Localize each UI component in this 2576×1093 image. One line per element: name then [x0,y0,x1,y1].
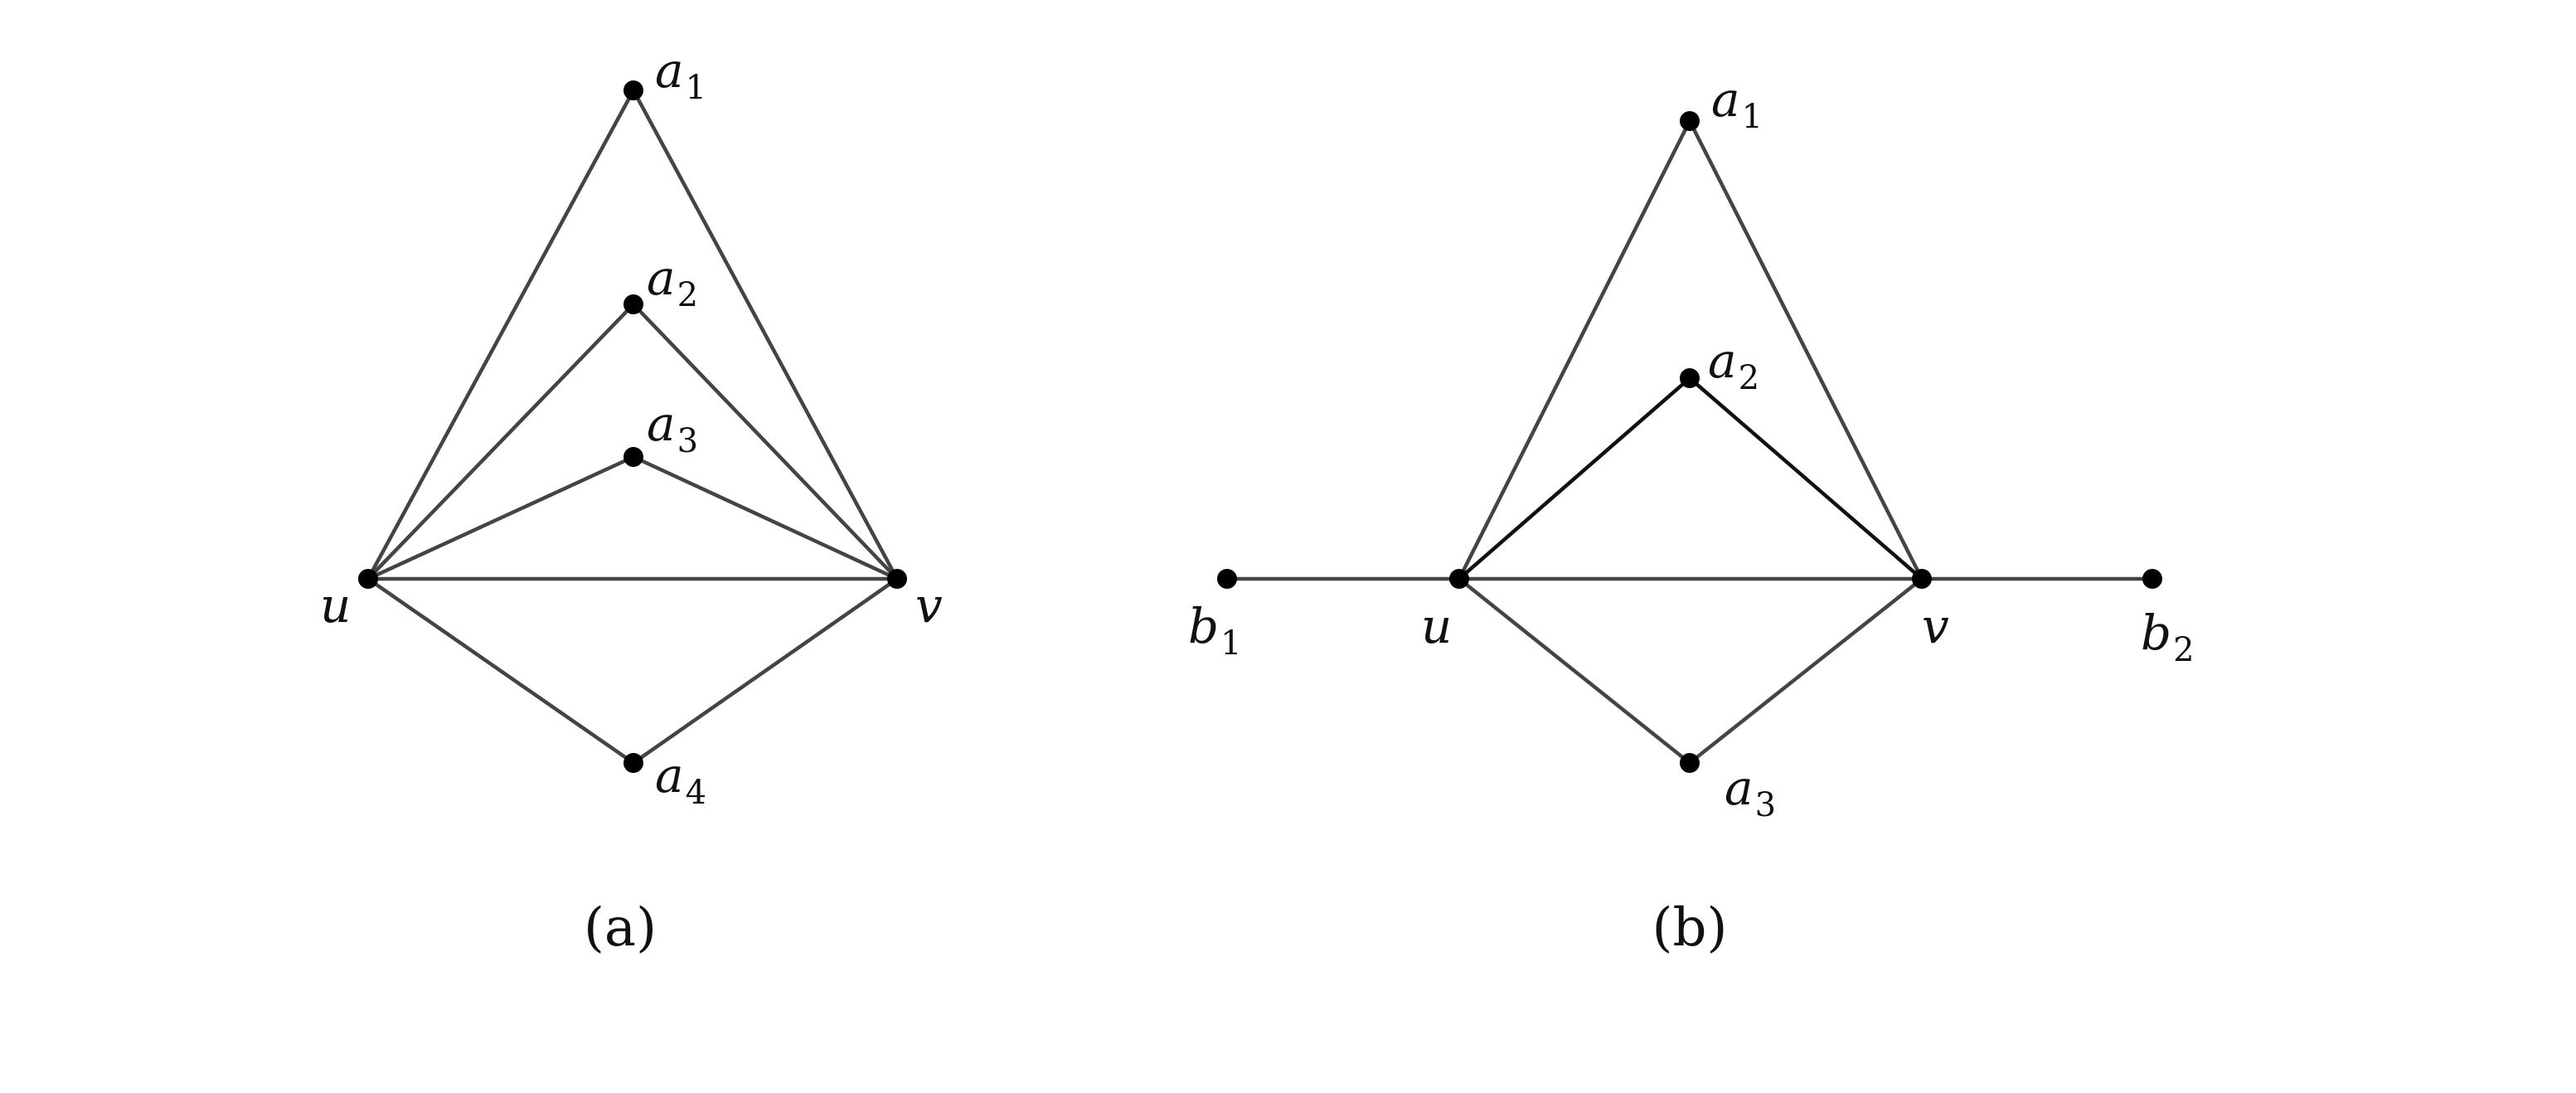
node-b-b1 [1217,569,1237,589]
node-b-b2 [2142,569,2162,589]
edge-a-u-a2 [366,303,635,581]
label-b-a1: a1 [1711,71,1763,136]
label-b-u: u [1421,598,1452,654]
subscript-a-a4: 4 [686,774,706,812]
edge-b-u-a3 [1458,577,1691,765]
subscript-a-a2: 2 [677,276,698,314]
subscript-a-a3: 3 [677,422,698,460]
node-a-a4 [623,753,643,773]
graph-a-caption: (a) [584,897,657,959]
node-a-a3 [623,447,643,467]
edge-a-a1-v [632,89,899,581]
label-b-b1: b1 [1188,598,1242,663]
label-b-a2: a2 [1708,333,1759,397]
edge-b-a2-v [1688,376,1924,581]
label-b-b2: b2 [2141,605,2195,669]
edge-b-a3-v [1688,577,1924,765]
subscript-b-b1: 1 [1220,624,1241,663]
graph-b: a1 a2 b1 u v b2 a3 (b) [1188,71,2195,959]
edge-a-u-a3 [367,454,634,581]
label-a-a1: a1 [655,42,706,107]
node-b-a3 [1680,753,1700,773]
node-b-v [1912,569,1932,589]
label-a-v: v [915,577,943,634]
edge-b-a1-v [1687,119,1924,581]
label-b-a3: a3 [1725,760,1776,824]
label-b-v: v [1922,598,1949,654]
label-a-u: u [320,577,351,634]
node-a-a1 [623,80,643,100]
subscript-b-b2: 2 [2173,631,2194,669]
edge-a-a2-v [632,303,899,581]
subscript-a-a1: 1 [686,69,706,107]
graph-b-caption: (b) [1652,897,1728,959]
node-b-a1 [1680,111,1700,131]
edge-a-u-a1 [366,89,635,581]
label-a-a3: a3 [647,396,698,460]
graph-b-nodes: a1 a2 b1 u v b2 a3 [1188,71,2195,824]
node-a-u [358,569,378,589]
edge-a-u-a4 [366,577,635,765]
edge-b-u-a1 [1457,119,1692,581]
subscript-b-a3: 3 [1755,786,1776,824]
edge-b-u-a2 [1458,376,1691,581]
graph-a-edges [366,89,899,765]
graph-b-edges [1227,119,2152,765]
edge-a-a3-v [633,454,898,581]
subscript-b-a1: 1 [1742,98,1763,136]
graph-a-nodes: a1 a2 a3 u v a4 [320,42,943,812]
node-b-u [1449,569,1469,589]
edge-a-a4-v [632,577,899,765]
subscript-b-a2: 2 [1739,359,1759,397]
node-a-v [887,569,907,589]
label-a-a4: a4 [655,747,706,812]
node-a-a2 [623,294,643,314]
node-b-a2 [1680,368,1700,388]
graph-a: a1 a2 a3 u v a4 (a) [320,42,943,959]
label-a-a2: a2 [647,250,698,314]
